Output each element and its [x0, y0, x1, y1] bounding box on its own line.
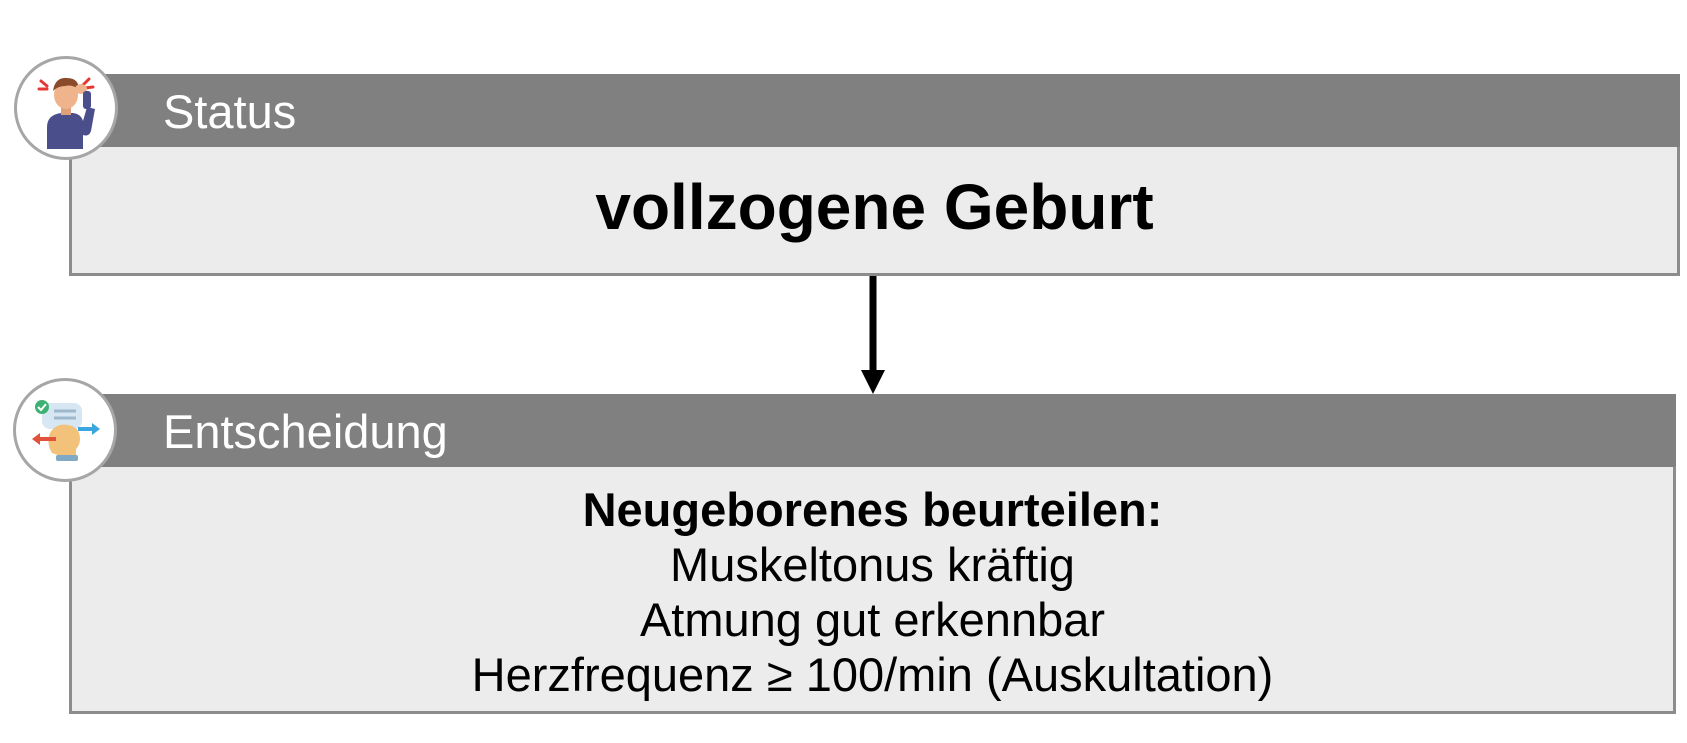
decision-header-label: Entscheidung	[163, 405, 448, 458]
criterion-breathing: Atmung gut erkennbar	[639, 593, 1106, 646]
status-header-label: Status	[163, 85, 297, 138]
criterion-muscle-tone: Muskeltonus kräftig	[670, 538, 1075, 591]
distressed-person-icon	[14, 56, 118, 160]
decision-text: Neugeborenes beurteilen: Muskeltonus krä…	[72, 482, 1673, 702]
flow-arrow	[861, 276, 885, 394]
decision-heading: Neugeborenes beurteilen:	[582, 483, 1163, 536]
status-body: vollzogene Geburt	[69, 147, 1680, 276]
status-value: vollzogene Geburt	[595, 171, 1154, 243]
status-card: Status vollzogene Geburt	[69, 74, 1680, 276]
criterion-heart-rate: Herzfrequenz ≥ 100/min (Auskultation)	[471, 648, 1274, 701]
status-header-bar: Status	[69, 74, 1680, 147]
decision-body: Neugeborenes beurteilen: Muskeltonus krä…	[69, 467, 1676, 714]
decision-header-bar: Entscheidung	[69, 394, 1676, 467]
decision-head-icon	[13, 378, 117, 482]
decision-card: Entscheidung Neugeborenes beurteilen: Mu…	[69, 394, 1676, 714]
